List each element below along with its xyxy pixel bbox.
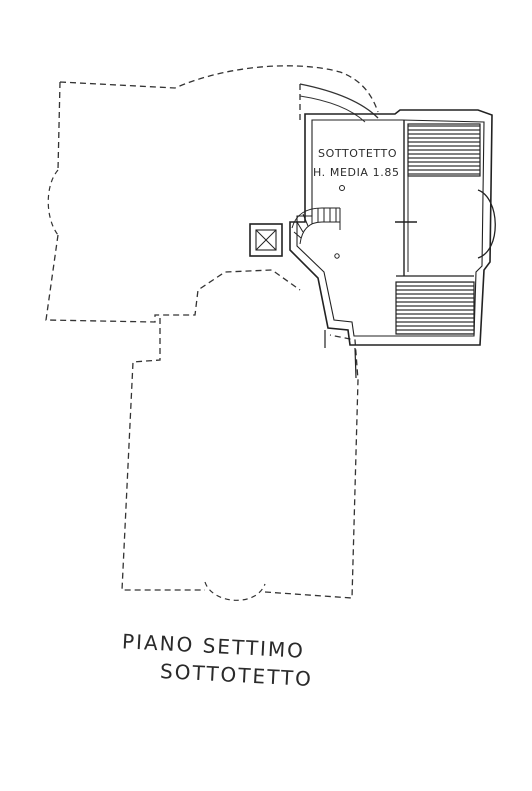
- staircase: [291, 207, 341, 245]
- room-height-label: H. MEDIA 1.85: [313, 166, 400, 179]
- wall-stub-2: [354, 347, 357, 379]
- right-bay-window: [477, 189, 496, 259]
- left-bay-arc: [47, 169, 59, 236]
- attic-room-wall-outer: [289, 109, 493, 346]
- chimney-shaft: [249, 223, 283, 257]
- curved-balcony-edge: [299, 83, 379, 119]
- hatched-roof-upper: [407, 123, 481, 177]
- room-name-label: SOTTOTETTO: [318, 147, 398, 160]
- upper-left-dashed-outline: [45, 65, 379, 323]
- attic-room-wall-inner: [296, 119, 485, 337]
- height-marker-2: [334, 253, 340, 259]
- curved-balcony-edge-inner: [299, 95, 366, 123]
- height-marker: [339, 185, 345, 191]
- bottom-bay-arc: [204, 581, 266, 601]
- lower-dashed-outline: [121, 318, 359, 599]
- hatched-roof-lower: [395, 281, 475, 335]
